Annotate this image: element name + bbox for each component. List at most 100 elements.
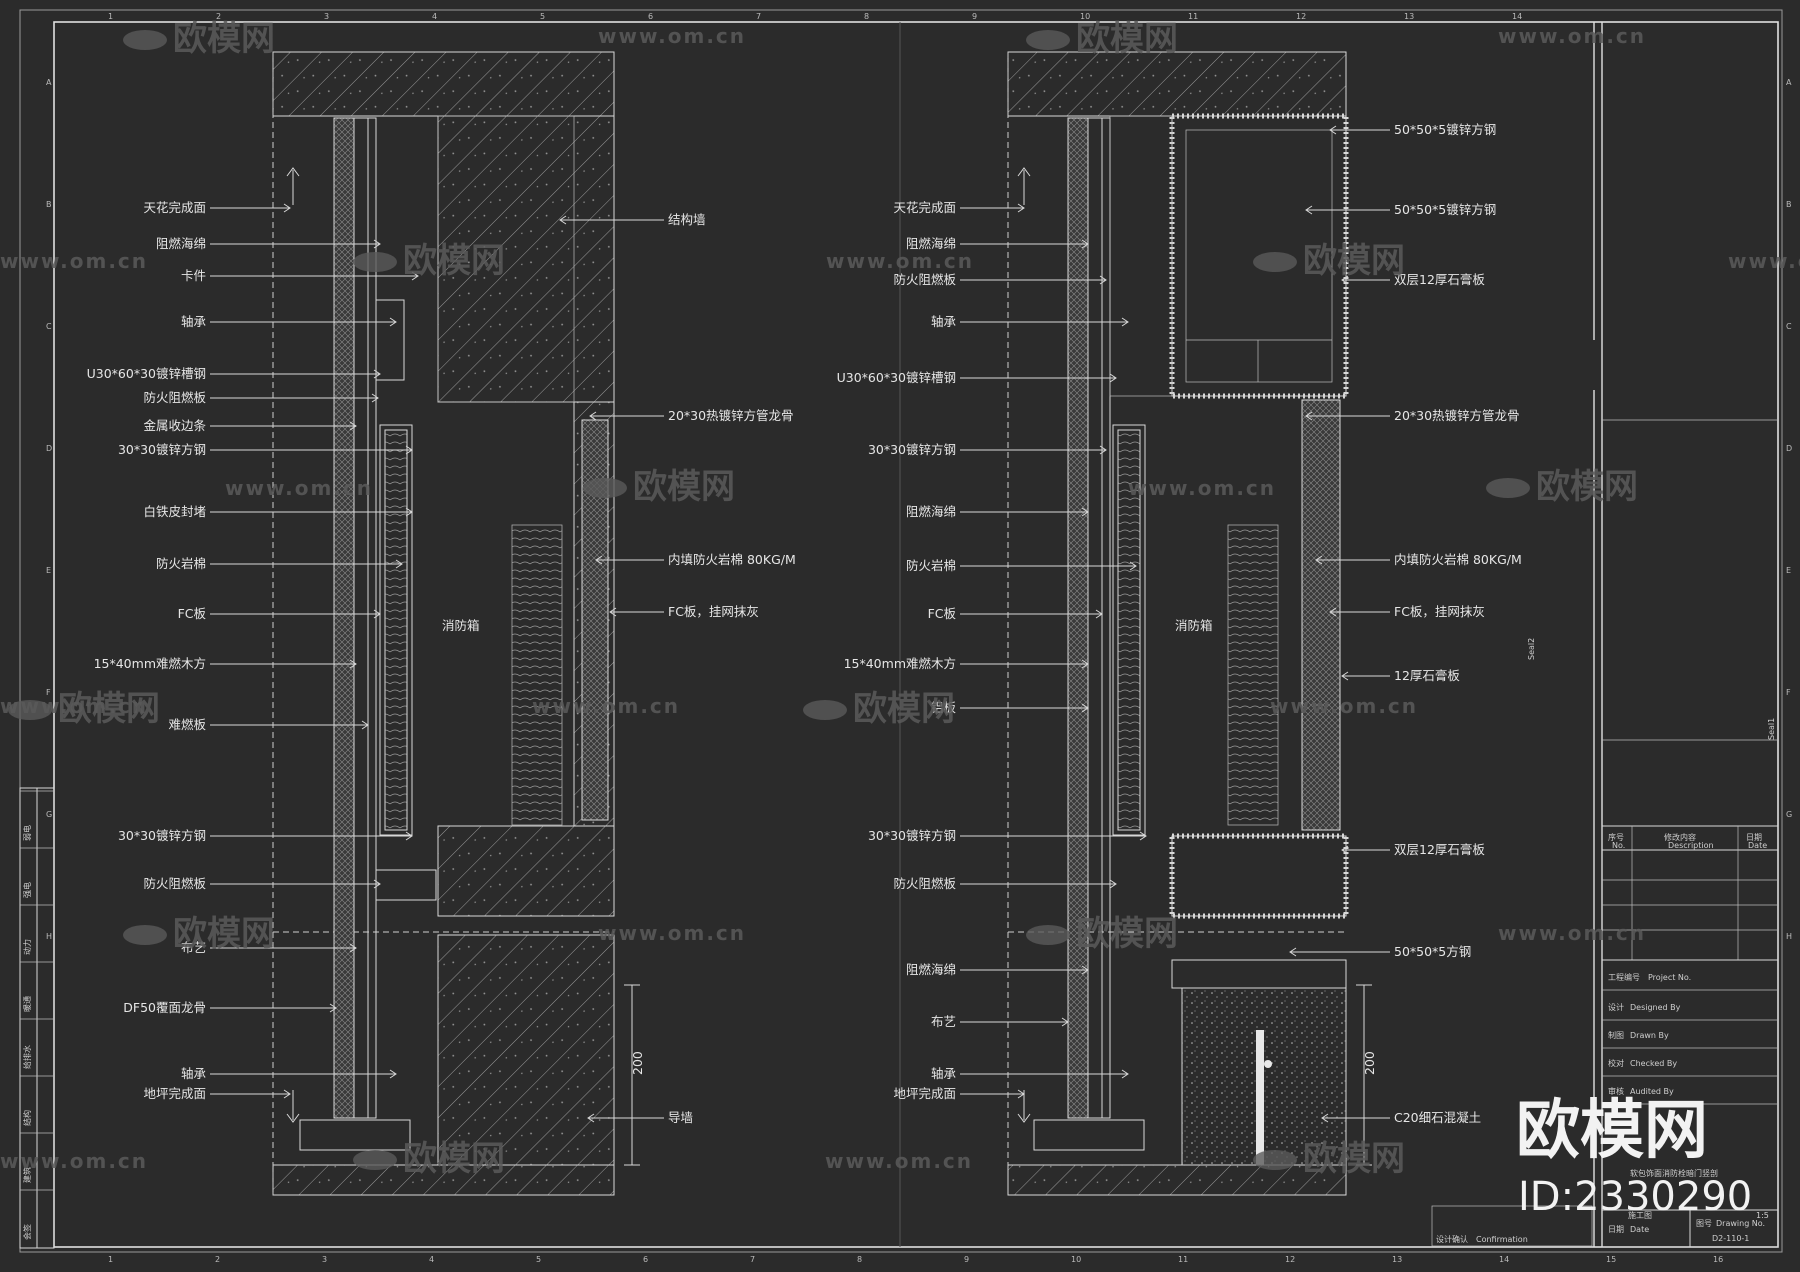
right-steel-frame (1101, 117, 1111, 1119)
grid-label: 9 (964, 1255, 969, 1264)
callout-label: FC板 (178, 606, 207, 621)
watermark-big-brand: 欧模网 (1516, 1094, 1708, 1168)
watermark-logo-icon (583, 478, 627, 498)
labels-rl-item: 阻燃海绵 (906, 504, 1089, 519)
labels-ll-item: 布艺 (181, 940, 357, 955)
right-base-bracket (1033, 1119, 1145, 1151)
rev-date: 日期 (1746, 833, 1762, 842)
labels-ll-item: 金属收边条 (143, 418, 357, 433)
strip-label: 弱电 (22, 825, 32, 841)
labels-rl-item: 防火岩棉 (906, 558, 1137, 573)
watermark-brand: 欧模网 (1303, 241, 1405, 281)
right-ceiling-arrow (1017, 167, 1031, 205)
grid-label: 5 (540, 12, 545, 21)
labels-rr-item: 12厚石膏板 (1341, 668, 1460, 683)
grid-label: 11 (1188, 12, 1198, 21)
labels-rl-item: 30*30镀锌方钢 (868, 828, 1147, 843)
callout-label: 50*50*5镀锌方钢 (1394, 122, 1496, 137)
watermark-logo-icon (123, 30, 167, 50)
watermark-logo-icon (1486, 478, 1530, 498)
grid-label: 2 (216, 12, 221, 21)
right-steel-top (1171, 959, 1347, 989)
watermark-url: www.om.cn (598, 24, 746, 48)
strip-label: 强电 (22, 882, 32, 898)
callout-label: 轴承 (181, 314, 207, 329)
grid-label: 13 (1404, 12, 1414, 21)
seal2: Seal2 (1527, 638, 1536, 660)
grid-label: G (1786, 810, 1792, 819)
callout-label: 铝板 (931, 700, 957, 715)
right-dashed-outline (1007, 52, 1346, 1195)
callout-label: U30*60*30镀锌槽钢 (837, 370, 956, 385)
callout-label: 天花完成面 (143, 200, 206, 215)
drawing-title: 软包饰面消防栓暗门竖剖 (1630, 1168, 1718, 1178)
watermark-url: www.om.cn (532, 694, 680, 718)
audited-label-en: Audited By (1630, 1087, 1674, 1096)
labels-rr-item: 双层12厚石膏板 (1341, 842, 1485, 857)
grid-label: D (46, 444, 52, 453)
callout-label: 布艺 (931, 1014, 956, 1029)
right-floor-arrow (1017, 1090, 1031, 1123)
grid-label: 12 (1296, 12, 1306, 21)
labels-ll-item: 防火阻燃板 (143, 876, 381, 891)
strip-label: 动力 (22, 939, 32, 955)
watermark-url: www.om.cn (1728, 249, 1800, 273)
watermark-brand: 欧模网 (1076, 914, 1178, 954)
grid-label: 14 (1512, 12, 1522, 21)
strip-label: 建筑 (22, 1167, 32, 1183)
svg-text:200: 200 (630, 1051, 645, 1075)
callout-label: 防火阻燃板 (143, 876, 206, 891)
rev-desc: 修改内容 (1664, 832, 1696, 842)
right-wall-top (1007, 51, 1347, 117)
grid-label: 16 (1713, 1255, 1723, 1264)
labels-rl-item: FC板 (928, 606, 1103, 621)
watermark-brand: 欧模网 (633, 467, 735, 507)
watermark-layer: 欧模网欧模网欧模网欧模网欧模网欧模网欧模网欧模网欧模网欧模网欧模网欧模网www.… (0, 19, 1800, 1179)
callout-label: 阻燃海绵 (906, 236, 956, 251)
labels-rr-item: 50*50*5方钢 (1289, 944, 1471, 959)
seal1: Seal1 (1767, 718, 1776, 740)
callout-label: 轴承 (931, 1066, 957, 1081)
audited-label: 审核 (1608, 1086, 1624, 1096)
right-upper-gypsum (1169, 113, 1349, 399)
left-section-detail: 消防箱 200 (272, 51, 645, 1196)
watermark-url: www.om.cn (598, 921, 746, 945)
grid-label: 12 (1285, 1255, 1295, 1264)
callout-label: FC板 (928, 606, 957, 621)
watermark-brand: 欧模网 (403, 1139, 505, 1179)
grid-label: 10 (1080, 12, 1090, 21)
confirm-label-en: Confirmation (1476, 1235, 1528, 1244)
left-door-insulation (384, 429, 408, 831)
rev-desc-en: Description (1668, 841, 1714, 850)
right-detail-right-labels: 50*50*5镀锌方钢50*50*5镀锌方钢双层12厚石膏板20*30热镀锌方管… (1289, 122, 1522, 1125)
right-detail-left-labels: 天花完成面阻燃海绵防火阻燃板轴承U30*60*30镀锌槽钢30*30镀锌方钢阻燃… (837, 200, 1147, 1101)
left-door-frame (379, 424, 413, 836)
left-steel-frame (367, 117, 377, 1119)
labels-rl-item: 天花完成面 (893, 200, 1025, 215)
callout-label: 轴承 (931, 314, 957, 329)
labels-ll-item: 防火阻燃板 (143, 390, 379, 405)
right-lower-gypsum (1169, 833, 1349, 919)
grid-label: 10 (1071, 1255, 1081, 1264)
grid-label: E (1786, 566, 1791, 575)
labels-ll-item: 15*40mm难燃木方 (94, 656, 357, 671)
callout-label: 20*30热镀锌方管龙骨 (668, 408, 794, 423)
right-upper-inner (1185, 129, 1333, 383)
grid-label: 8 (857, 1255, 862, 1264)
watermark-id: ID:2330290 (1518, 1174, 1752, 1220)
labels-rr-item: C20细石混凝土 (1321, 1110, 1481, 1125)
drawn-label-en: Drawn By (1630, 1031, 1669, 1040)
labels-ll-item: U30*60*30镀锌槽钢 (87, 366, 381, 381)
left-ceiling-arrow (286, 167, 300, 205)
labels-rl-item: 防火阻燃板 (893, 272, 1107, 287)
watermark-brand: 欧模网 (173, 914, 275, 954)
watermark-url: www.om.cn (0, 1149, 148, 1173)
left-wall-lower (437, 825, 615, 917)
grid-label: 4 (429, 1255, 434, 1264)
watermark-logo-icon (1026, 30, 1070, 50)
right-fireproof-board (1087, 117, 1103, 1119)
callout-label: 防火岩棉 (156, 556, 206, 571)
